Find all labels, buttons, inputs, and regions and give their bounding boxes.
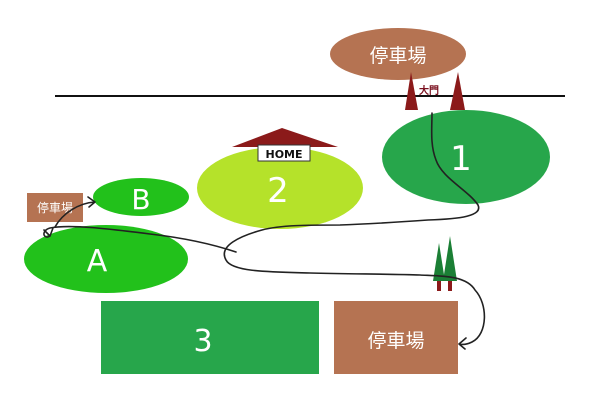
gate-left-post [405,72,418,110]
zone-3[interactable]: 3 [101,301,319,374]
home-house-icon: HOME [232,128,338,162]
tree-icon [433,236,457,291]
zone-a[interactable]: A [24,225,188,293]
gate: 大門 [405,72,465,110]
gate-label: 大門 [419,84,439,97]
zone-2[interactable]: 2 [197,147,363,229]
zone-b[interactable]: B [93,178,189,216]
gate-right-post [450,72,465,110]
zone-1-label: 1 [450,139,472,179]
home-label: HOME [265,148,302,161]
walking-route-west [43,225,237,253]
parking-bottom-label: 停車場 [367,330,424,352]
parking-bottom[interactable]: 停車場 [334,301,458,374]
parking-left[interactable]: 停車場 [27,193,83,222]
parking-top-label: 停車場 [369,45,426,67]
zone-a-label: A [87,244,108,279]
walking-route [223,112,486,350]
zone-3-label: 3 [193,324,212,359]
parking-top[interactable]: 停車場 [330,28,466,80]
walking-route-b [54,196,96,228]
zone-1[interactable]: 1 [382,110,550,204]
zone-b-label: B [131,183,150,216]
parking-left-label: 停車場 [37,200,73,215]
zone-2-label: 2 [267,171,289,211]
